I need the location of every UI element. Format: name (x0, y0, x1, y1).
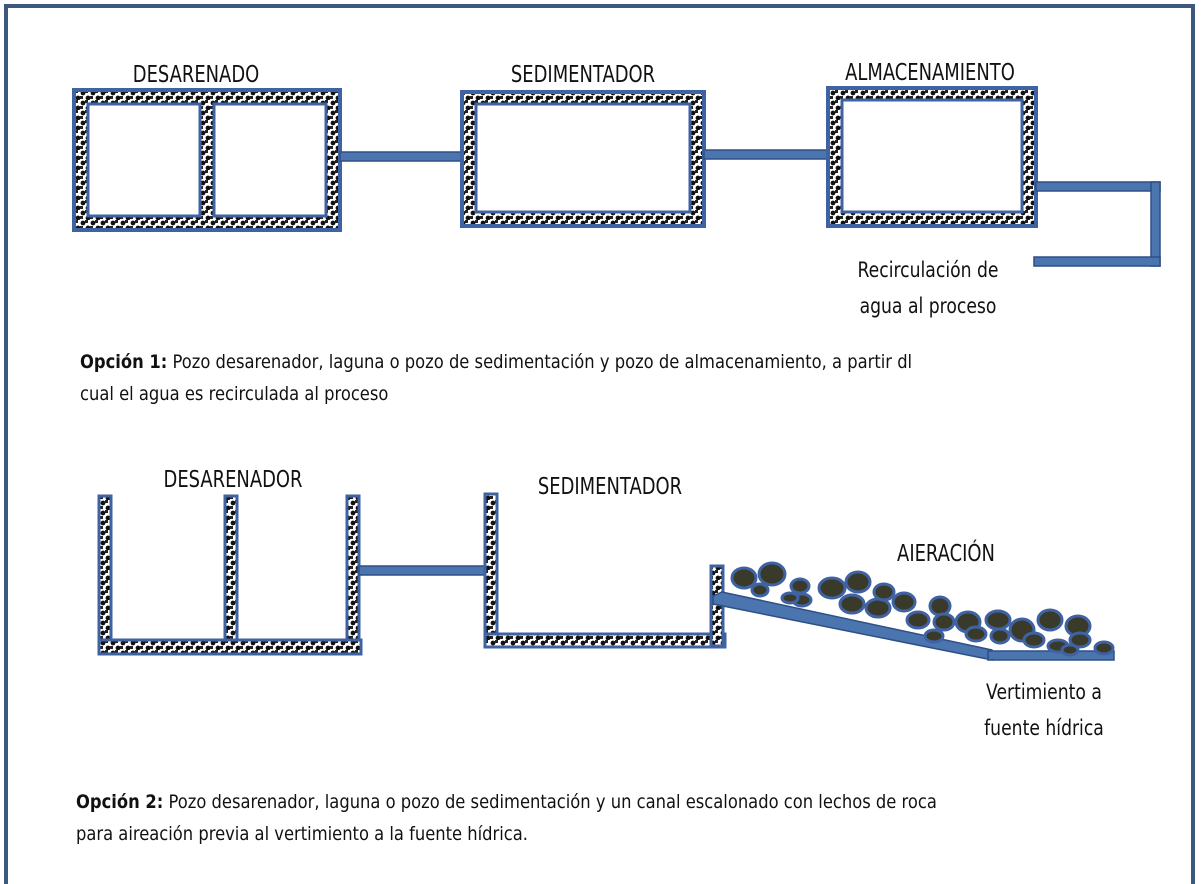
label-sedimentador-2: SEDIMENTADOR (538, 473, 682, 500)
label-vertimiento-1: Vertimiento a (986, 679, 1102, 704)
label-aieracion: AIERACIÓN (897, 539, 995, 567)
sedimentador-tank (460, 90, 706, 228)
rock (844, 570, 872, 594)
option1-diagram: DESARENADO SEDIMENTADOR ALMACENAMIENTO R… (72, 59, 1161, 318)
caption-option2: Opción 2: Pozo desarenador, laguna o poz… (76, 786, 937, 850)
rock (872, 582, 896, 602)
rock (984, 609, 1012, 631)
rock (1093, 640, 1115, 656)
caption-option1: Opción 1: Pozo desarenador, laguna o poz… (80, 346, 912, 410)
rock-bed (730, 561, 1115, 657)
rock (789, 577, 811, 595)
caption-option2-text: Pozo desarenador, laguna o pozo de sedim… (163, 791, 937, 813)
caption-option1-title: Opción 1: (80, 351, 168, 373)
rock (757, 561, 787, 587)
label-vertimiento-2: fuente hídrica (984, 715, 1104, 740)
caption-option2-title: Opción 2: (76, 791, 164, 813)
label-desarenado: DESARENADO (133, 61, 259, 88)
recirculation-pipe (1033, 181, 1161, 267)
rock (730, 566, 758, 590)
rock (750, 582, 770, 598)
option2-diagram: DESARENADOR SEDIMENTADOR AIERACIÓN Verti… (97, 466, 1115, 740)
label-almacenamiento: ALMACENAMIENTO (845, 59, 1015, 86)
rock (928, 595, 952, 617)
almacenamiento-tank (826, 86, 1038, 228)
label-recirculacion-1: Recirculación de (857, 257, 998, 282)
desarenador-tank (97, 494, 363, 656)
rock (1068, 631, 1092, 649)
rock (1022, 631, 1046, 649)
label-desarenador: DESARENADOR (164, 466, 303, 493)
diagram-frame (4, 4, 1195, 884)
desarenado-tank (72, 88, 342, 232)
label-recirculacion-2: agua al proceso (860, 293, 997, 318)
label-sedimentador: SEDIMENTADOR (511, 61, 655, 88)
caption-option1-text: Pozo desarenador, laguna o pozo de sedim… (167, 351, 913, 373)
rock (838, 593, 866, 615)
rock (1060, 643, 1080, 657)
caption-option1-text2: cual el agua es recirculada al proceso (80, 383, 389, 405)
sedimentador-basin (483, 492, 727, 649)
rock (891, 591, 917, 613)
rock (932, 612, 956, 632)
rock (780, 591, 800, 605)
rock (1036, 608, 1064, 632)
pipe-sedimentador-almacenamiento (703, 149, 831, 160)
caption-option2-text2: para aireación previa al vertimiento a l… (76, 823, 529, 845)
rock (905, 610, 931, 630)
pipe-desarenado-sedimentador (339, 151, 463, 162)
rock (989, 627, 1011, 645)
rock (964, 625, 988, 643)
pipe-desarenador-sedimentador (358, 565, 488, 576)
rock (923, 628, 945, 644)
rock (817, 576, 847, 600)
rock (864, 597, 892, 619)
